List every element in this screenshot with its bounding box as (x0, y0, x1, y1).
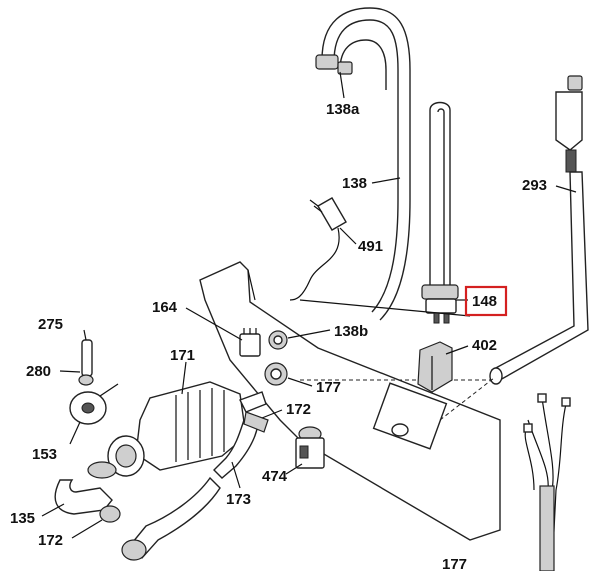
label-153[interactable]: 153 (32, 446, 57, 463)
bracket-402[interactable] (417, 341, 453, 393)
leader-lines (41, 71, 577, 539)
hose-135[interactable] (54, 461, 121, 523)
part-474[interactable] (295, 426, 325, 469)
label-280[interactable]: 280 (26, 363, 51, 380)
grommet-177[interactable] (264, 362, 288, 386)
label-138a[interactable]: 138a (326, 101, 360, 118)
label-491[interactable]: 491 (358, 238, 383, 255)
label-138b[interactable]: 138b (334, 323, 368, 340)
label-173[interactable]: 173 (226, 491, 251, 508)
hose-lower[interactable] (121, 476, 221, 561)
label-172-upper[interactable]: 172 (286, 401, 311, 418)
label-135[interactable]: 135 (10, 510, 35, 527)
connector-164[interactable] (239, 328, 261, 357)
label-172-lower[interactable]: 172 (38, 532, 63, 549)
hose-138[interactable] (315, 7, 411, 321)
power-cable-491[interactable] (289, 197, 347, 301)
label-164[interactable]: 164 (152, 299, 178, 316)
part-labels: 138a 138 293 491 148 164 138b 275 171 40… (10, 101, 547, 571)
label-402[interactable]: 402 (472, 337, 497, 354)
label-293[interactable]: 293 (522, 177, 547, 194)
label-177[interactable]: 177 (316, 379, 341, 396)
label-177-lower[interactable]: 177 (442, 556, 467, 571)
highlight-box-148 (464, 285, 508, 317)
label-138[interactable]: 138 (342, 175, 367, 192)
grommet-138b[interactable] (268, 330, 288, 350)
pressure-switch-153[interactable] (69, 339, 119, 425)
wiring-harness[interactable] (523, 393, 571, 571)
label-474[interactable]: 474 (262, 468, 288, 485)
drain-hose-293[interactable] (489, 75, 589, 385)
label-275[interactable]: 275 (38, 316, 63, 333)
label-171[interactable]: 171 (170, 347, 195, 364)
label-148[interactable]: 148 (472, 293, 497, 310)
heating-element-148[interactable] (421, 101, 459, 324)
hose-173[interactable] (213, 411, 269, 479)
pump-motor-171[interactable] (107, 381, 267, 477)
